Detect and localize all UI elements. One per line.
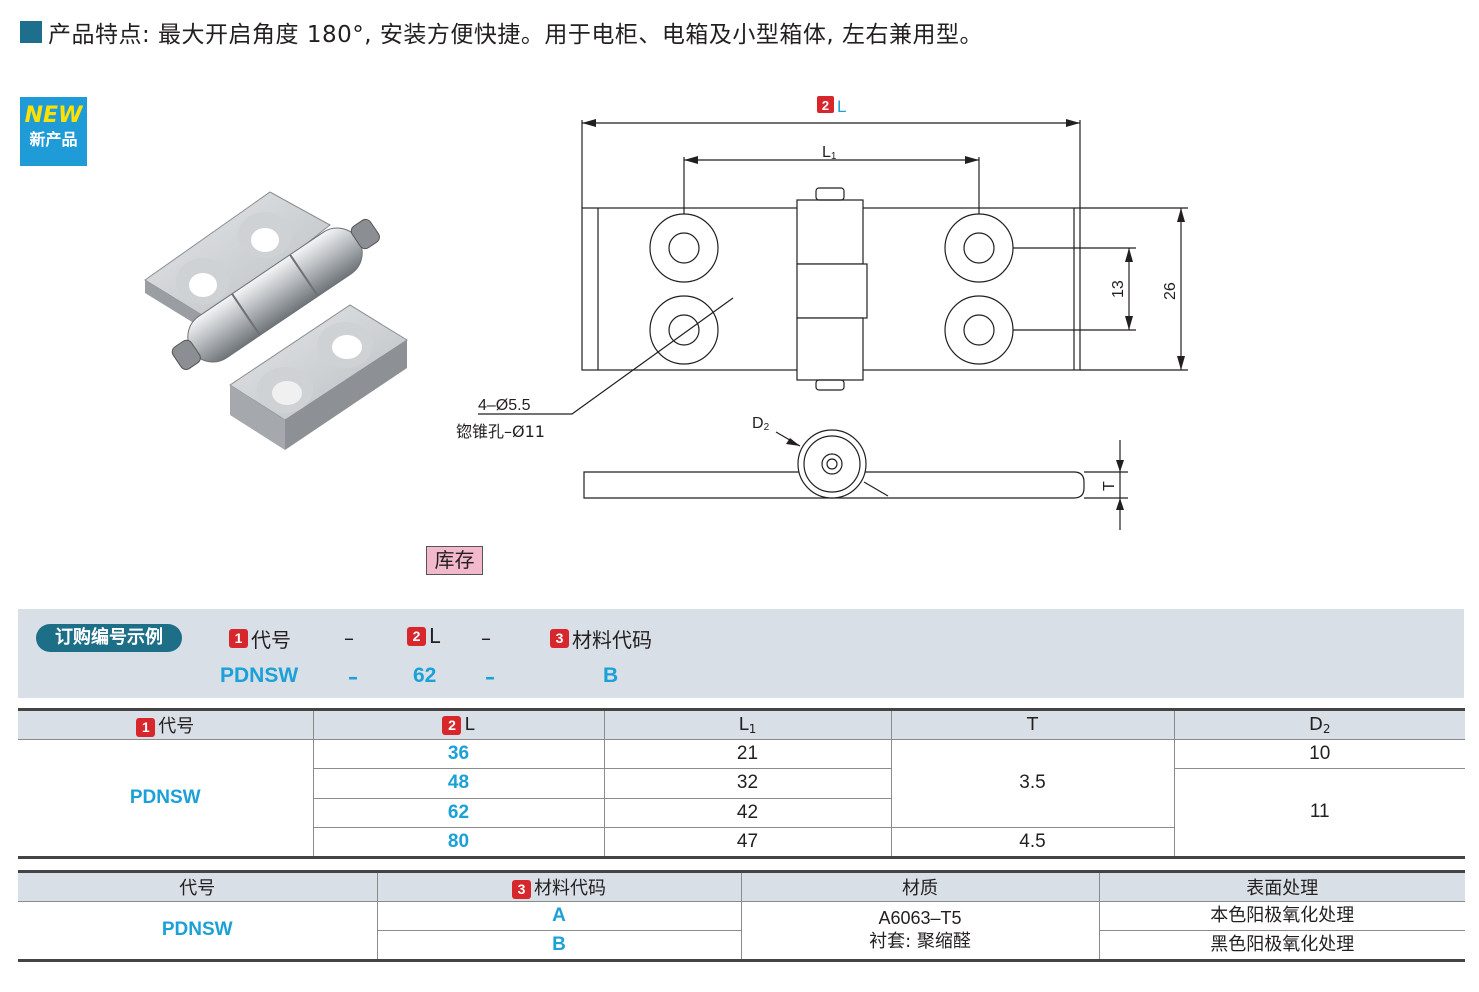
hole-note-1: 4–Ø5.5	[478, 397, 531, 414]
dim-T-label: T	[1101, 481, 1118, 491]
table-row: 48 32 11	[18, 768, 1465, 858]
new-product-badge: NEW 新产品	[20, 97, 87, 166]
dim-L1-sub: 1	[831, 151, 837, 162]
col-header-material: 材质	[740, 871, 1100, 902]
order-col-material: 3 材料代码	[550, 624, 652, 653]
T-cell: 4.5	[890, 827, 1175, 858]
badge-2-label: 2	[822, 98, 829, 113]
surface-cell: 黑色阳极氧化处理	[1098, 930, 1465, 961]
table-row: PDNSW A A6063–T5 衬套: 聚缩醛 本色阳极氧化处理	[18, 900, 1465, 961]
new-label: NEW	[24, 103, 83, 128]
dim-26-label: 26	[1162, 282, 1179, 300]
L1-cell: 42	[603, 797, 892, 828]
new-product-label: 新产品	[29, 130, 78, 149]
order-value-L: 62	[413, 664, 437, 687]
L1-cell: 47	[603, 827, 892, 858]
T-cell: 3.5	[890, 738, 1175, 828]
D2-cell: 11	[1173, 768, 1465, 858]
L1-cell: 21	[603, 738, 892, 769]
stock-tag: 库存	[426, 546, 483, 575]
material-cell: A6063–T5 衬套: 聚缩醛	[740, 900, 1100, 961]
order-dash: –	[344, 626, 354, 650]
table-row: B 黑色阳极氧化处理	[18, 930, 1465, 961]
table-row: PDNSW 36 21 3.5 10	[18, 738, 1465, 858]
svg-text:L1: L1	[822, 144, 837, 162]
order-dash: –	[485, 665, 495, 689]
L-cell: 80	[312, 827, 605, 858]
hinge-technical-drawing: 2 L L1 13 26 4–Ø5.5 锪锥孔–Ø11 D2 T	[456, 96, 1188, 530]
D2-cell: 10	[1173, 738, 1465, 769]
code-cell: PDNSW	[18, 738, 314, 858]
code-cell: PDNSW	[18, 900, 378, 961]
order-example-label: 订购编号示例	[36, 624, 182, 652]
L-cell: 62	[312, 797, 605, 828]
material-bushing: 衬套: 聚缩醛	[869, 931, 971, 952]
feature-text: 产品特点: 最大开启角度 180°, 安装方便快捷。用于电柜、电箱及小型箱体, …	[48, 22, 984, 48]
L-cell: 48	[312, 768, 605, 799]
hole-note-2: 锪锥孔–Ø11	[456, 422, 545, 441]
surface-cell: 本色阳极氧化处理	[1098, 900, 1465, 931]
col-header-surface: 表面处理	[1098, 871, 1465, 902]
svg-text:D2: D2	[752, 415, 770, 433]
badge-3: 3	[550, 629, 569, 648]
col-header-L1: L1	[603, 709, 892, 740]
badge-2: 2	[407, 626, 426, 646]
material-main: A6063–T5	[878, 908, 962, 928]
dim-13-label: 13	[1110, 280, 1127, 298]
L1-cell: 32	[603, 768, 892, 799]
dim-D2-label: D	[752, 415, 764, 432]
feature-header: 产品特点: 最大开启角度 180°, 安装方便快捷。用于电柜、电箱及小型箱体, …	[20, 18, 984, 48]
material-code-cell: B	[376, 930, 742, 961]
header-square-icon	[20, 21, 42, 43]
col-header-T: T	[890, 709, 1175, 740]
dim-D2-sub: 2	[764, 422, 770, 433]
col-header-code: 代号	[18, 871, 378, 902]
material-code-cell: A	[376, 900, 742, 931]
order-dash: –	[481, 626, 491, 650]
order-col-code: 1 代号	[229, 624, 291, 653]
dim-L1-label: L	[822, 144, 831, 161]
order-value-material: B	[603, 664, 619, 687]
order-col-L: 2 L	[407, 624, 440, 648]
badge-1: 1	[229, 629, 248, 648]
order-value-code: PDNSW	[220, 664, 299, 687]
order-dash: –	[348, 665, 358, 689]
order-example-box: 订购编号示例 1 代号 – 2 L – 3 材料代码 PDNSW – 62 – …	[18, 609, 1464, 698]
col-header-D2: D2	[1173, 709, 1465, 740]
dim-L-label: L	[837, 97, 846, 116]
L-cell: 36	[312, 738, 605, 769]
hinge-product-image	[144, 191, 408, 450]
table-row: 80 47 4.5	[18, 827, 1465, 858]
